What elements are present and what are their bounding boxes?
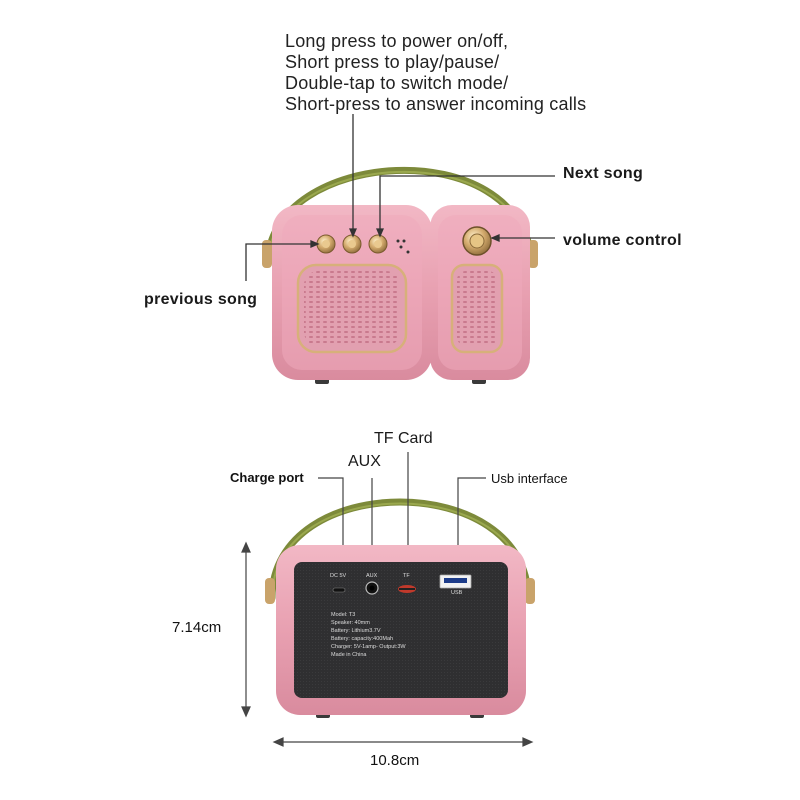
dimension-arrows	[241, 541, 534, 747]
spec-line-5: Charger: 5V-1amp- Output:3W	[331, 644, 406, 650]
charge-port-label: Charge port	[230, 470, 304, 485]
previous-song-label: previous song	[144, 291, 258, 308]
spec-line-3: Battery: Lithium3.7V	[331, 628, 381, 634]
back-leader-lines	[318, 452, 486, 545]
port-label-tf: TF	[403, 573, 410, 579]
aux-label: AUX	[348, 453, 381, 470]
spec-line-4: Battery: capacity:400Mah	[331, 636, 394, 642]
instruction-line-4: Short-press to answer incoming calls	[285, 94, 587, 114]
front-leader-lines	[245, 114, 555, 281]
instruction-line-1: Long press to power on/off,	[285, 31, 509, 51]
volume-control-label: volume control	[563, 232, 682, 249]
tf-card-label: TF Card	[374, 430, 433, 447]
width-dimension-label: 10.8cm	[370, 752, 420, 769]
right-handle-clip	[528, 240, 538, 268]
port-label-dc: DC 5V	[330, 573, 347, 579]
spec-line-6: Made in China	[331, 652, 367, 658]
usb-interface-label: Usb interface	[491, 471, 568, 486]
port-label-aux: AUX	[366, 573, 378, 579]
spec-line-1: Model: T3	[331, 612, 356, 618]
instruction-line-2: Short press to play/pause/	[285, 52, 500, 72]
spec-line-2: Speaker: 40mm	[331, 620, 370, 626]
next-song-label: Next song	[563, 165, 644, 182]
back-panel	[294, 562, 508, 698]
top-instructions: Long press to power on/off, Short press …	[285, 31, 586, 115]
back-speaker	[265, 498, 535, 718]
port-label-usb: USB	[451, 590, 463, 596]
front-speaker	[262, 166, 538, 384]
instruction-line-3: Double-tap to switch mode/	[285, 73, 509, 93]
spec-text-block: Model: T3 Speaker: 40mm Battery: Lithium…	[331, 611, 406, 659]
left-handle-clip	[262, 240, 272, 268]
height-dimension-label: 7.14cm	[172, 619, 222, 636]
charge-port	[332, 587, 346, 593]
